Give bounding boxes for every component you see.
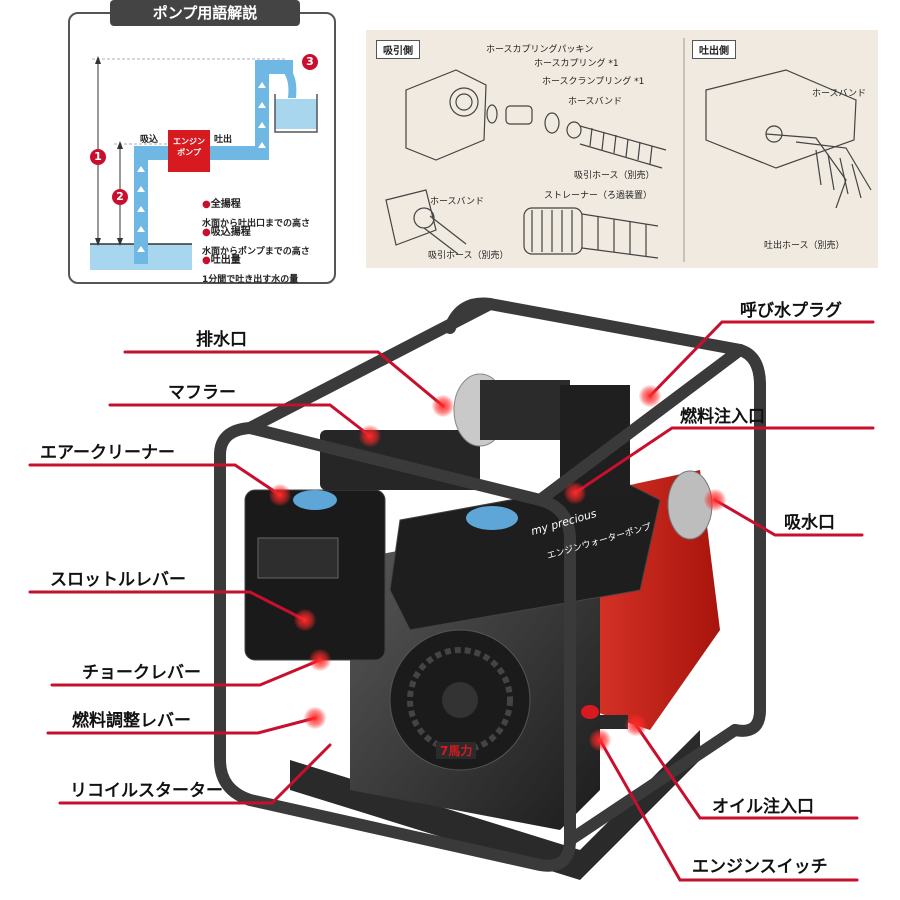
engine-pump-label: エンジン ポンプ (173, 137, 205, 157)
callout-muffler: マフラー (168, 383, 236, 403)
callout-priming-plug: 呼び水プラグ (740, 301, 842, 321)
label-coupling: ホースカプリング *1 (534, 59, 619, 69)
label-discharge-hose: 吐出ホース（別売） (764, 241, 845, 251)
callout-drain: 排水口 (196, 330, 247, 350)
starter-badge: 7馬力 (436, 742, 477, 759)
discharge-tank (275, 99, 317, 129)
pump-glossary-panel: ポンプ用語解説 (68, 0, 336, 285)
discharge-label: 吐出 (214, 135, 233, 145)
callout-air-cleaner: エアークリーナー (40, 443, 175, 463)
callout-fuel-adjust: 燃料調整レバー (72, 711, 191, 731)
marker-3: 3 (302, 54, 318, 70)
callout-recoil: リコイルスターター (70, 781, 223, 801)
marker-2: 2 (112, 189, 128, 205)
fuel-cap (466, 506, 518, 530)
callout-throttle: スロットルレバー (50, 570, 186, 590)
callout-oil-inlet: オイル注入口 (712, 797, 814, 817)
label-suction-hose-left: 吸引ホース（別売） (428, 251, 509, 261)
callout-engine-switch: エンジンスイッチ (692, 857, 828, 877)
engine-pump-box (168, 130, 210, 172)
discharge-side-tag: 吐出側 (692, 40, 736, 59)
base-frame (290, 730, 700, 880)
callout-suction-port: 吸水口 (784, 513, 835, 533)
engine-switch (581, 705, 599, 719)
hose-connection-panel: 吸引側 吐出側 ホースカプリングパッキン ホースカプリング *1 ホースクランプ… (366, 30, 878, 268)
head-diagram (90, 56, 318, 270)
label-suction-hose-top: 吸引ホース（別売） (574, 171, 655, 181)
label-hose-band-right: ホースバンド (812, 89, 867, 99)
legend-item-suction-head: ●吸込揚程 水面からポンプまでの高さ (202, 227, 310, 257)
label-coupling-packing: ホースカプリングパッキン (486, 45, 594, 55)
callout-fuel-inlet: 燃料注入口 (680, 407, 765, 427)
legend-item-discharge-volume: ●吐出量 1分間で吐き出す水の量 (202, 255, 299, 285)
callout-choke: チョークレバー (82, 663, 201, 683)
legend-item-total-head: ●全揚程 水面から吐出口までの高さ (202, 199, 311, 229)
label-hose-band-left: ホースバンド (430, 197, 485, 207)
suction-side-tag: 吸引側 (376, 40, 420, 59)
discharge-pipe (210, 146, 262, 160)
label-strainer: ストレーナー（ろ過装置） (544, 191, 653, 201)
engine-pump-illustration (214, 297, 766, 880)
oil-filler (600, 715, 628, 729)
label-clamp-ring: ホースクランプリング *1 (542, 77, 645, 87)
marker-1: 1 (90, 149, 106, 165)
hose-line-drawing (385, 38, 872, 262)
glossary-title: ポンプ用語解説 (110, 0, 300, 26)
intake-label: 吸込 (140, 135, 159, 145)
roll-frame (214, 297, 766, 872)
label-hose-band-top: ホースバンド (568, 97, 623, 107)
